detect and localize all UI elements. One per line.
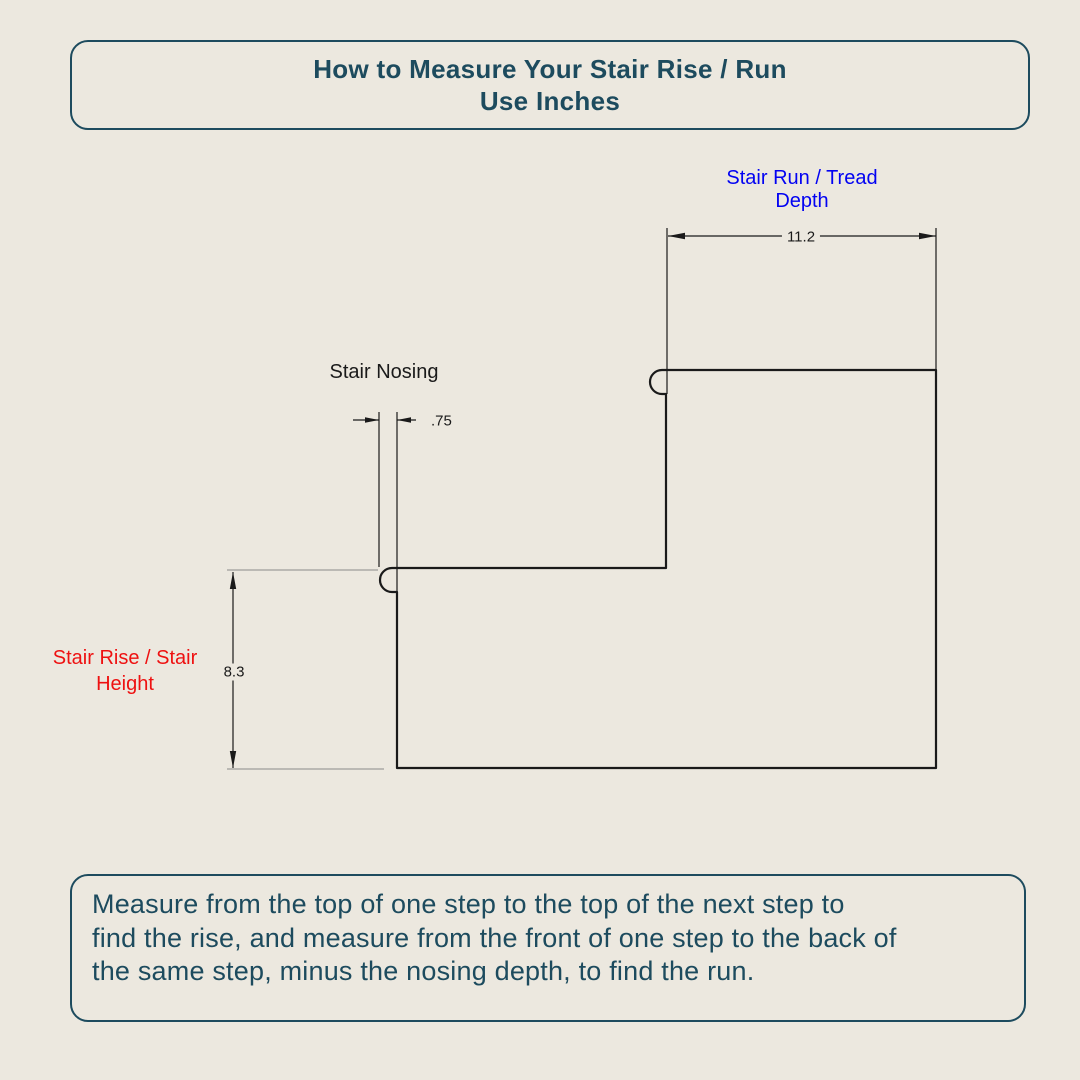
nosing-arrow-left: [365, 417, 379, 423]
instructions-line2: find the rise, and measure from the fron…: [92, 922, 897, 953]
rise-arrow-top: [229, 572, 237, 589]
instructions-box: Measure from the top of one step to the …: [70, 874, 1026, 1022]
stair-nosing-label: Stair Nosing: [329, 361, 439, 383]
rise-dimension-value: 8.3: [218, 663, 250, 681]
title-box: How to Measure Your Stair Rise / Run Use…: [70, 40, 1030, 130]
run-arrow-right: [919, 232, 936, 240]
rise-height-label: Stair Rise / Stair Height: [53, 645, 197, 697]
run-arrow-left: [668, 232, 685, 240]
run-dimension-value: 11.2: [781, 228, 821, 246]
rise-arrow-bottom: [229, 751, 237, 768]
page-title-line1: How to Measure Your Stair Rise / Run: [313, 54, 787, 84]
stair-outline: [378, 368, 938, 770]
page-title-line2: Use Inches: [479, 86, 621, 116]
run-tread-depth-label-line2: Depth: [775, 190, 829, 212]
rise-height-label-line2: Height: [96, 673, 154, 695]
instructions-line1: Measure from the top of one step to the …: [92, 889, 845, 919]
instructions-line3: the same step, minus the nosing depth, t…: [92, 956, 755, 986]
nosing-dimension-value: .75: [431, 412, 452, 430]
run-tread-depth-label-line1: Stair Run / Tread: [726, 167, 878, 189]
nosing-arrow-right: [397, 417, 411, 423]
run-tread-depth-label: Stair Run / Tread Depth: [726, 167, 877, 213]
rise-height-label-line1: Stair Rise / Stair: [52, 647, 198, 669]
